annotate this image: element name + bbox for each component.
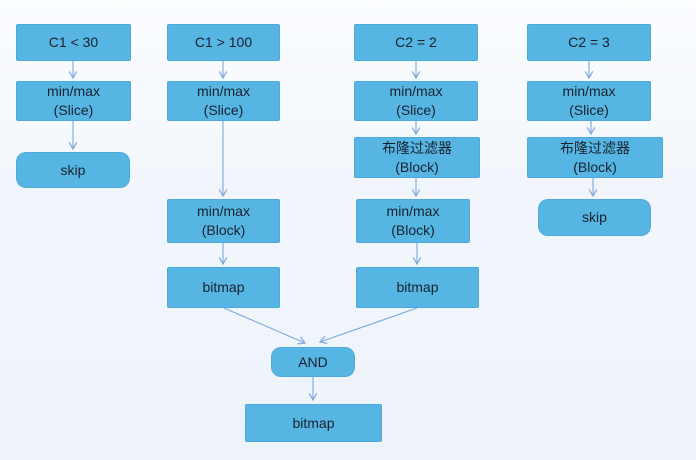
node-bloom-filter-col4: 布隆过滤器 (Block) (527, 137, 663, 178)
node-bitmap-col3: bitmap (356, 267, 479, 308)
node-bloom-filter-col3: 布隆过滤器 (Block) (354, 137, 480, 178)
node-condition-c2-eq-2: C2 = 2 (354, 24, 478, 61)
node-and: AND (271, 347, 355, 377)
node-minmax-block-col2: min/max (Block) (167, 199, 280, 243)
node-minmax-slice-col1: min/max (Slice) (16, 81, 131, 121)
node-minmax-slice-col4: min/max (Slice) (527, 81, 651, 121)
node-bitmap-col2: bitmap (167, 267, 280, 308)
node-condition-c1-gt-100: C1 > 100 (167, 24, 280, 61)
node-minmax-slice-col3: min/max (Slice) (354, 81, 478, 121)
node-condition-c2-eq-3: C2 = 3 (527, 24, 651, 61)
node-minmax-block-col3: min/max (Block) (356, 199, 470, 243)
node-condition-c1-lt-30: C1 < 30 (16, 24, 131, 61)
node-skip-col4: skip (538, 199, 651, 236)
node-skip-col1: skip (16, 152, 130, 188)
node-minmax-slice-col2: min/max (Slice) (167, 81, 280, 121)
node-bitmap-result: bitmap (245, 404, 382, 442)
